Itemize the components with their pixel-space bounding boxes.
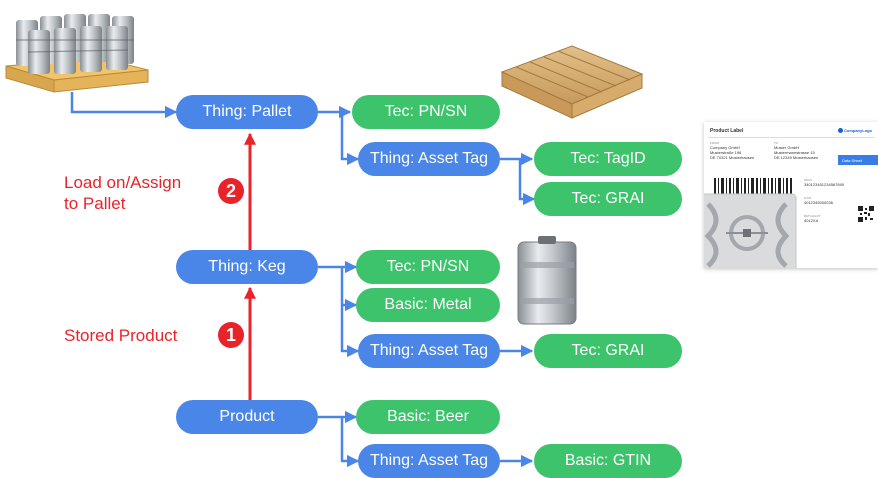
label-sscc-value: 340123451234567890 (804, 182, 845, 187)
step2-label-line1: Load on/Assign (64, 173, 182, 192)
rfid-tag-icon (704, 193, 797, 268)
data-sheet-button-label: Data Sheet (842, 157, 863, 163)
label-from-line2: Musterstraße 196 (710, 150, 742, 155)
step2-label-line2: to Pallet (64, 194, 126, 213)
label-from-heading: FROM (710, 141, 719, 145)
node-pallet-grai[interactable]: Tec: GRAI (534, 182, 682, 216)
node-pallet-tagid[interactable]: Tec: TagID (534, 142, 682, 176)
label-from-line1: Company GmbH (710, 145, 740, 150)
node-keg-asset-tag[interactable]: Thing: Asset Tag (358, 334, 500, 368)
label-batch-value: 4012XA (804, 218, 819, 223)
node-product-beer[interactable]: Basic: Beer (356, 400, 500, 434)
label-to-line2: Mustermannstrasse 15 (774, 150, 815, 155)
pallet-with-kegs-image (5, 14, 149, 93)
barcode-icon (714, 178, 792, 196)
label-gtin-value: 4012345000036 (804, 200, 833, 205)
data-sheet-button[interactable]: Data Sheet (838, 155, 878, 165)
node-product-gtin[interactable]: Basic: GTIN (534, 444, 682, 478)
node-pallet-pn-sn[interactable]: Tec: PN/SN (352, 95, 500, 129)
label-to-line3: DE 12345 Musterhausen (774, 155, 819, 160)
label-brand: CompanyLogo (844, 128, 872, 133)
label-divider (708, 137, 874, 138)
qr-code-icon (858, 206, 874, 222)
step1-label: Stored Product (64, 326, 178, 345)
node-thing-keg[interactable]: Thing: Keg (176, 250, 318, 284)
label-title: Product Label (710, 128, 744, 134)
label-sscc-heading: SSCC (804, 178, 813, 182)
node-thing-pallet[interactable]: Thing: Pallet (176, 95, 318, 129)
brand-logo-icon (838, 128, 843, 133)
node-pallet-asset-tag[interactable]: Thing: Asset Tag (358, 142, 500, 176)
label-gtin-heading: GTIN (804, 196, 812, 200)
label-from-line3: DE 70321 Musterhausen (710, 155, 755, 160)
label-to-heading: TO (774, 141, 779, 145)
label-to-line1: Muster GmbH (774, 145, 799, 150)
node-keg-pn-sn[interactable]: Tec: PN/SN (356, 250, 500, 284)
step1-badge: 1 (218, 322, 244, 348)
step2-badge: 2 (218, 178, 244, 204)
node-keg-grai[interactable]: Tec: GRAI (534, 334, 682, 368)
product-label-image: Product Label CompanyLogo FROM Company G… (704, 122, 878, 268)
label-batch-heading: BATCH/LOT (804, 214, 821, 218)
node-keg-metal[interactable]: Basic: Metal (356, 288, 500, 322)
node-product[interactable]: Product (176, 400, 318, 434)
diagram-edges (70, 92, 536, 468)
empty-pallet-image (500, 45, 644, 119)
keg-image (517, 236, 577, 325)
node-product-asset-tag[interactable]: Thing: Asset Tag (358, 444, 500, 478)
